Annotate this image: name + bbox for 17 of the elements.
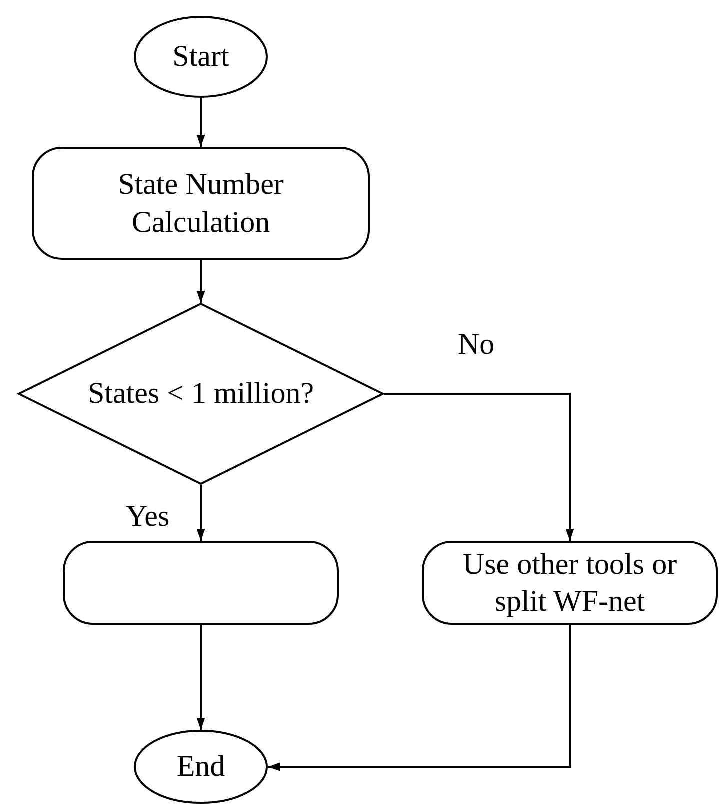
node-label: State Number Calculation (117, 167, 285, 240)
node-label: Use other tools or split WF-net (462, 546, 678, 620)
process-box (32, 147, 370, 260)
arrow (384, 393, 574, 541)
node-label: Start (172, 39, 230, 76)
node-label: End (176, 749, 226, 786)
arrow (196, 485, 206, 541)
terminal-oval (134, 16, 268, 98)
process-box (63, 541, 339, 625)
arrow (196, 260, 206, 303)
node-label: States < 1 million? (88, 376, 314, 412)
terminal-oval (134, 730, 268, 804)
arrow (196, 625, 206, 730)
decision-diamond (18, 303, 384, 485)
process-box (422, 541, 718, 625)
arrow (268, 625, 571, 772)
arrow (196, 98, 206, 147)
